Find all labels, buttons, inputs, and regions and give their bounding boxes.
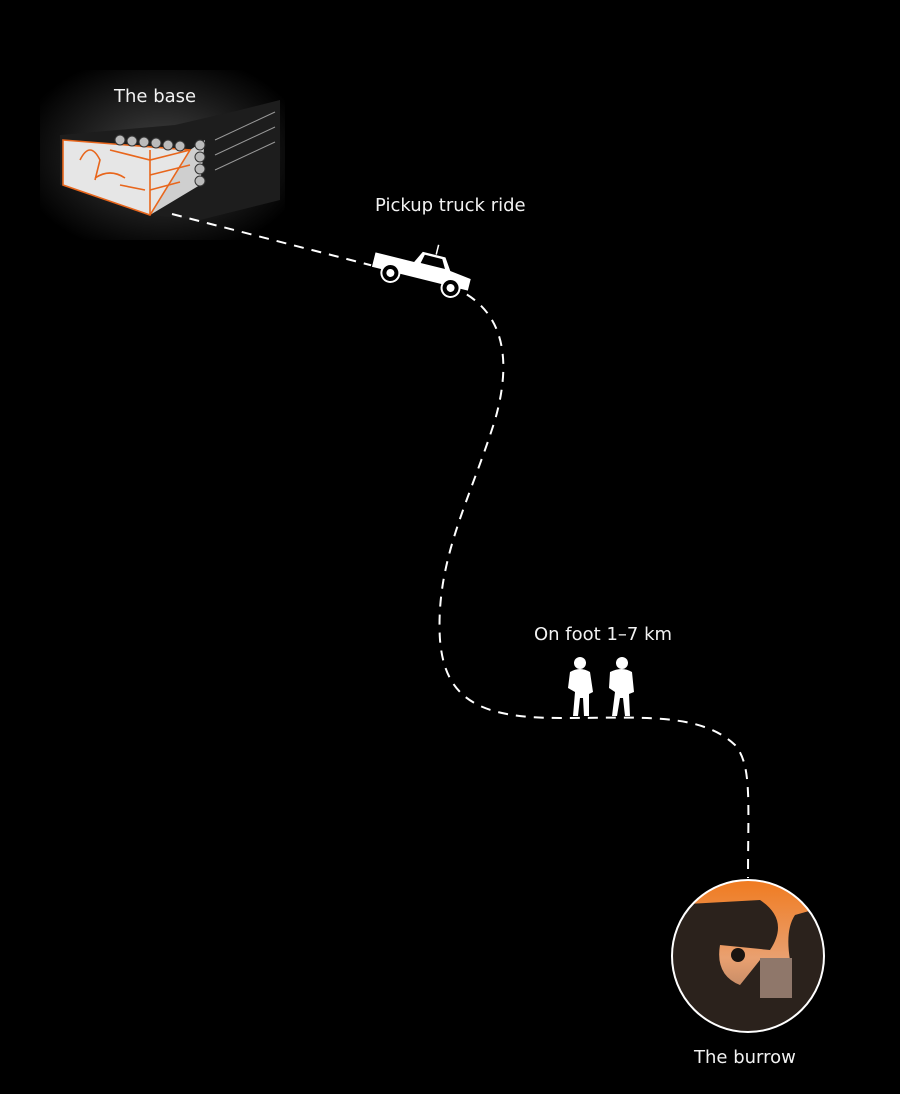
stop-label-base: The base bbox=[114, 86, 197, 107]
pickup-truck-icon bbox=[370, 244, 473, 298]
stop-label-on-foot: On foot 1–7 km bbox=[534, 624, 673, 645]
soldiers-walking-icon bbox=[568, 657, 634, 716]
route-path bbox=[171, 213, 750, 879]
bunker-illustration bbox=[40, 70, 285, 240]
burrow-illustration bbox=[671, 879, 825, 1033]
stop-label-truck: Pickup truck ride bbox=[375, 195, 526, 216]
stop-label-burrow: The burrow bbox=[694, 1047, 796, 1068]
